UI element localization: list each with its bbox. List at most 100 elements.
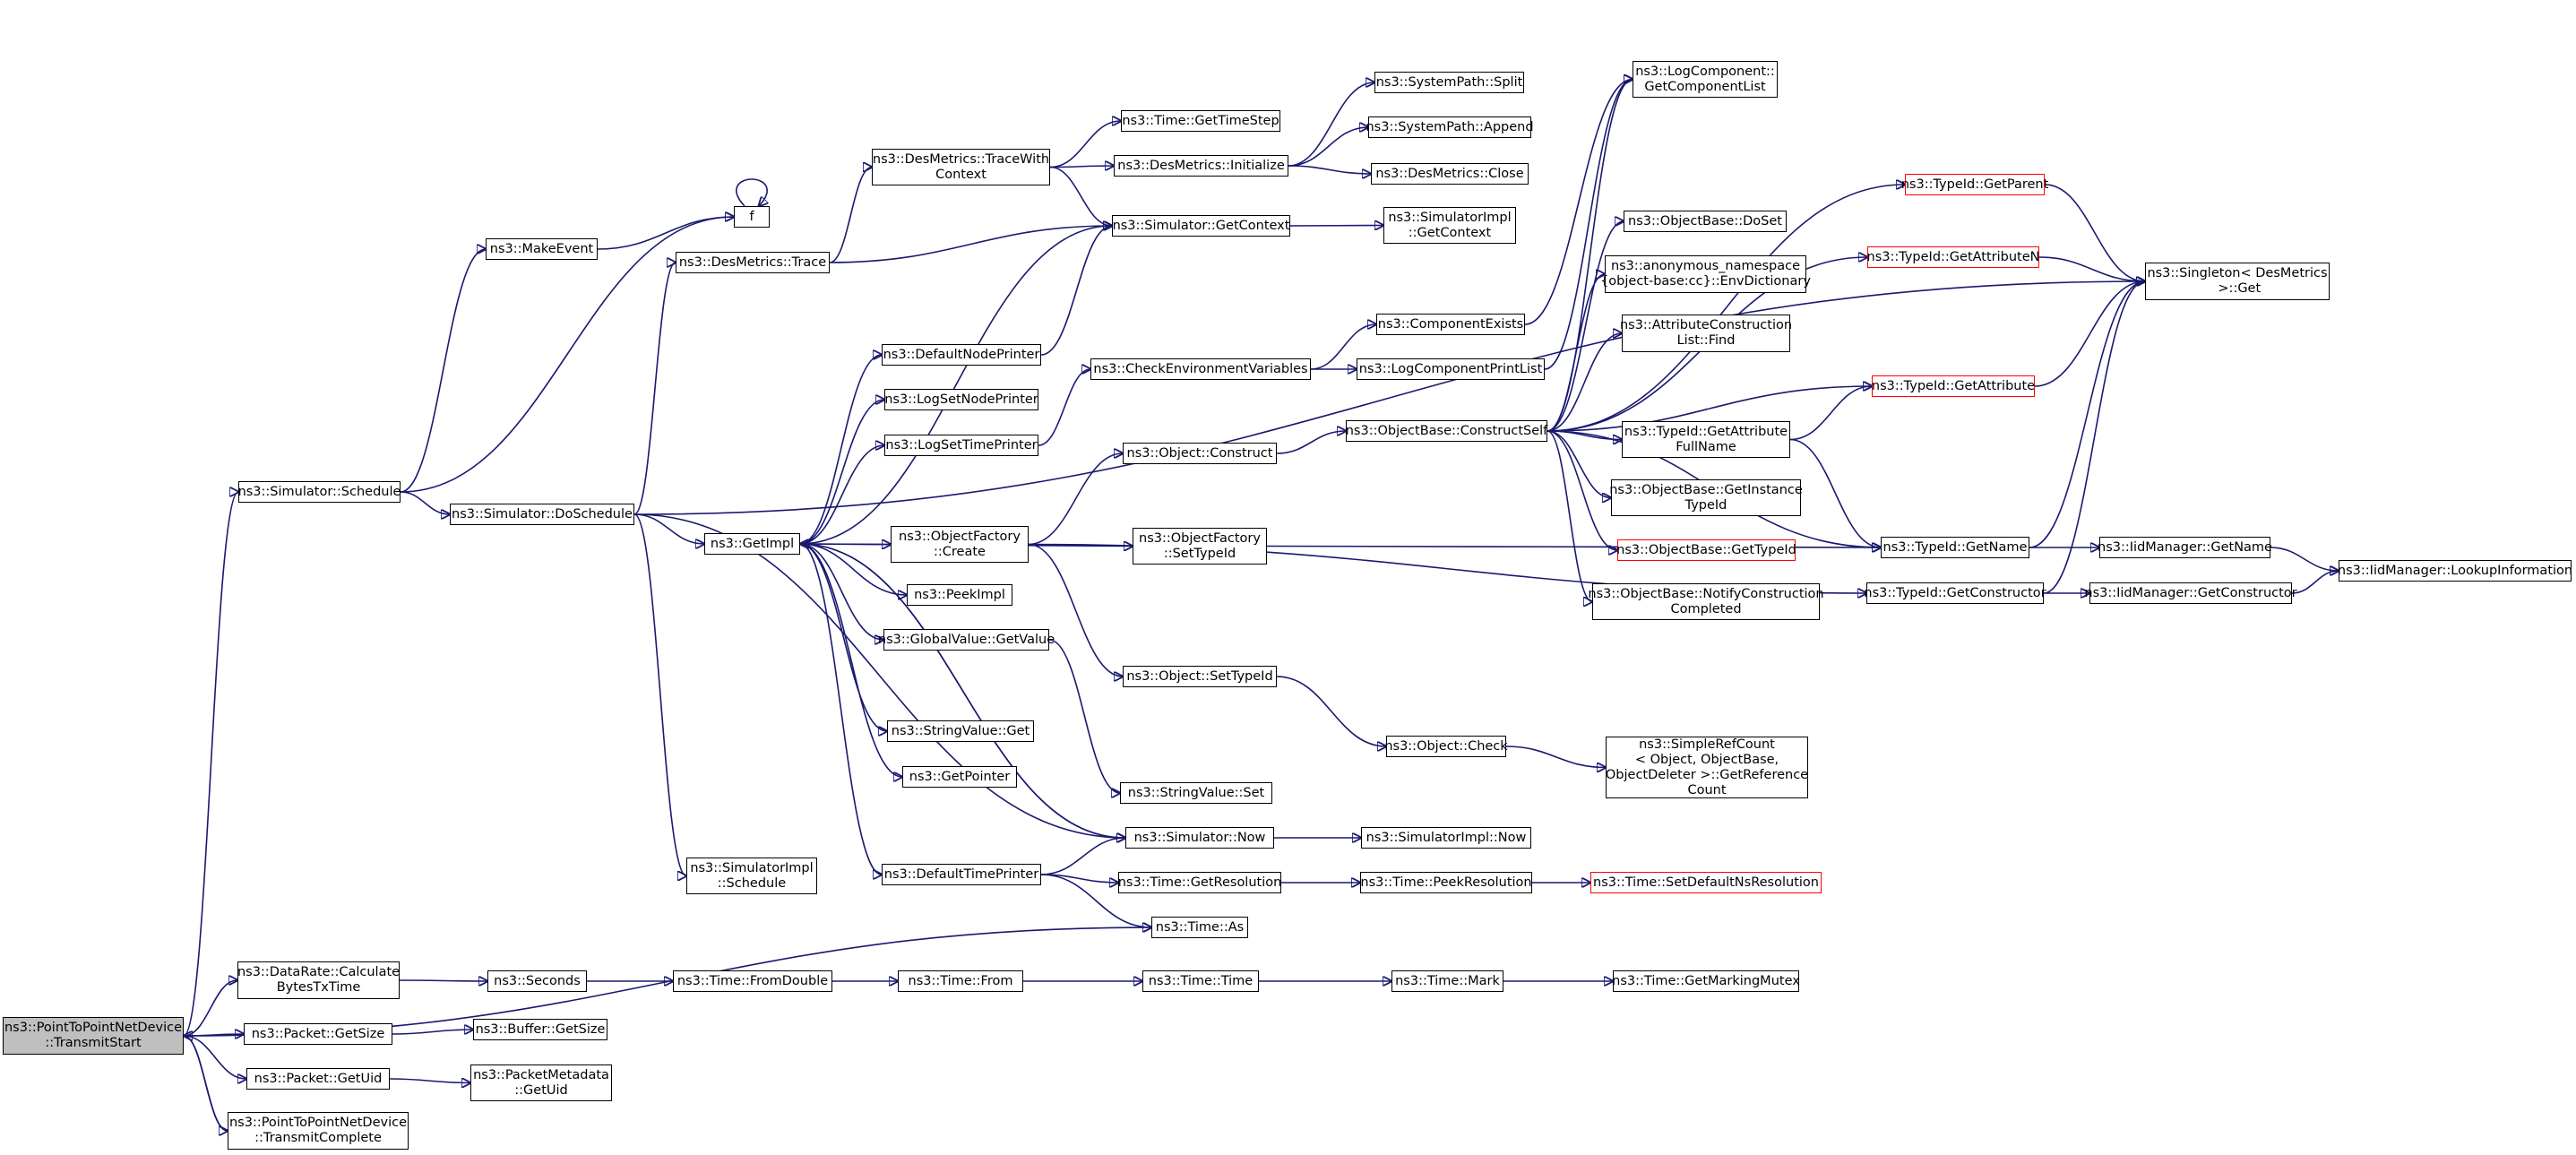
node-typeid-getattributefullname[interactable]: ns3::TypeId::GetAttribute FullName: [1622, 421, 1790, 458]
call-edge: [2043, 281, 2145, 594]
call-edge: [389, 1079, 470, 1083]
node-systempath-split[interactable]: ns3::SystemPath::Split: [1374, 72, 1524, 93]
call-edge: [829, 226, 1112, 263]
call-edge: [1789, 438, 1881, 548]
node-iidmanager-getconstructor[interactable]: ns3::IidManager::GetConstructor: [2084, 582, 2297, 604]
node-defaulttimeprinter[interactable]: ns3::DefaultTimePrinter: [882, 864, 1041, 885]
call-edge: [799, 543, 883, 640]
node-iidmanager-getname[interactable]: ns3::IidManager::GetName: [2098, 537, 2272, 558]
call-edge: [1048, 639, 1120, 793]
node-objectbase-constructself[interactable]: ns3::ObjectBase::ConstructSelf: [1346, 420, 1547, 442]
node-objectfactory-settypeid[interactable]: ns3::ObjectFactory ::SetTypeId: [1133, 528, 1267, 565]
node-simulator-getcontext[interactable]: ns3::Simulator::GetContext: [1112, 215, 1290, 237]
node-packet-getuid[interactable]: ns3::Packet::GetUid: [246, 1068, 390, 1090]
call-edge: [1546, 430, 1592, 602]
node-packetmetadata-getuid[interactable]: ns3::PacketMetadata ::GetUid: [470, 1064, 612, 1101]
call-edge: [799, 400, 884, 545]
call-edge: [800, 544, 1126, 839]
node-makeevent[interactable]: ns3::MakeEvent: [486, 238, 598, 260]
call-edge: [1028, 543, 1123, 677]
node-typeid-getconstructor[interactable]: ns3::TypeId::GetConstructor: [1864, 582, 2046, 604]
node-time-gettimestep[interactable]: ns3::Time::GetTimeStep: [1121, 110, 1280, 132]
node-f[interactable]: f: [734, 206, 770, 228]
node-logsetnodeprinter[interactable]: ns3::LogSetNodePrinter: [884, 389, 1038, 410]
node-buffer-getsize[interactable]: ns3::Buffer::GetSize: [473, 1019, 607, 1040]
node-systempath-append[interactable]: ns3::SystemPath::Append: [1366, 116, 1534, 138]
call-edge: [736, 178, 767, 206]
node-simplerefcount-getreferencecount[interactable]: ns3::SimpleRefCount < Object, ObjectBase…: [1605, 737, 1809, 798]
node-objectbase-gettypeid[interactable]: ns3::ObjectBase::GetTypeId: [1616, 539, 1796, 561]
node-simulatorimpl-now[interactable]: ns3::SimulatorImpl::Now: [1361, 827, 1531, 849]
node-typeid-getattributen[interactable]: ns3::TypeId::GetAttributeN: [1867, 246, 2040, 268]
call-edge: [799, 543, 907, 595]
node-typeid-getattribute[interactable]: ns3::TypeId::GetAttribute: [1872, 375, 2035, 397]
node-globalvalue-getvalue[interactable]: ns3::GlobalValue::GetValue: [878, 629, 1055, 651]
call-edge: [1505, 746, 1606, 768]
node-componentexists[interactable]: ns3::ComponentExists: [1376, 314, 1525, 335]
call-edge: [799, 543, 887, 731]
node-time-from[interactable]: ns3::Time::From: [898, 970, 1023, 992]
node-simulatorimpl-getcontext[interactable]: ns3::SimulatorImpl ::GetContext: [1383, 207, 1516, 244]
node-desmetrics-tracewithcontext[interactable]: ns3::DesMetrics::TraceWith Context: [872, 149, 1050, 185]
call-edge: [1546, 430, 1617, 550]
call-edge: [2291, 571, 2339, 594]
call-edge: [1038, 369, 1090, 446]
node-objectfactory-create[interactable]: ns3::ObjectFactory ::Create: [891, 526, 1029, 563]
node-checkenvironmentvariables[interactable]: ns3::CheckEnvironmentVariables: [1090, 358, 1311, 380]
node-stringvalue-get[interactable]: ns3::StringValue::Get: [887, 720, 1034, 742]
node-object-settypeid[interactable]: ns3::Object::SetTypeId: [1123, 666, 1277, 687]
node-simulator-now[interactable]: ns3::Simulator::Now: [1125, 827, 1274, 849]
node-desmetrics-trace[interactable]: ns3::DesMetrics::Trace: [676, 252, 830, 273]
call-edge: [1310, 324, 1376, 370]
call-edge: [399, 980, 487, 981]
node-attributeconstruction-find[interactable]: ns3::AttributeConstruction List::Find: [1620, 315, 1792, 352]
node-transmit-complete[interactable]: ns3::PointToPointNetDevice ::TransmitCom…: [228, 1112, 409, 1150]
node-desmetrics-close[interactable]: ns3::DesMetrics::Close: [1371, 163, 1529, 185]
node-defaultnodeprinter[interactable]: ns3::DefaultNodePrinter: [882, 344, 1041, 366]
node-objectbase-notifyconstructioncompleted[interactable]: ns3::ObjectBase::NotifyConstruction Comp…: [1588, 583, 1824, 620]
node-time-as[interactable]: ns3::Time::As: [1151, 917, 1248, 938]
node-singleton-desmetrics-get[interactable]: ns3::Singleton< DesMetrics >::Get: [2145, 263, 2330, 300]
node-object-construct[interactable]: ns3::Object::Construct: [1123, 443, 1277, 464]
node-envdictionary[interactable]: ns3::anonymous_namespace {object-base:cc…: [1600, 255, 1811, 293]
node-logcomponent-getcomponentlist[interactable]: ns3::LogComponent:: GetComponentList: [1633, 61, 1778, 98]
call-edge: [2044, 184, 2145, 281]
node-simulatorimpl-schedule[interactable]: ns3::SimulatorImpl ::Schedule: [686, 858, 817, 894]
node-time-mark[interactable]: ns3::Time::Mark: [1391, 970, 1503, 992]
call-edge: [633, 513, 704, 544]
node-typeid-getname[interactable]: ns3::TypeId::GetName: [1881, 537, 2029, 558]
call-edge: [2034, 281, 2145, 387]
call-edge: [1546, 221, 1624, 432]
call-edge: [829, 168, 872, 263]
call-edge: [1546, 333, 1622, 432]
call-edge: [400, 249, 486, 493]
call-edge: [1289, 226, 1383, 227]
node-getpointer[interactable]: ns3::GetPointer: [902, 766, 1017, 788]
node-desmetrics-initialize[interactable]: ns3::DesMetrics::Initialize: [1114, 155, 1288, 177]
node-object-check[interactable]: ns3::Object::Check: [1384, 736, 1508, 757]
node-objectbase-getinstancetypeid[interactable]: ns3::ObjectBase::GetInstance TypeId: [1609, 479, 1803, 516]
node-iidmanager-lookupinformation[interactable]: ns3::IidManager::LookupInformation: [2338, 560, 2572, 582]
node-objectbase-doset[interactable]: ns3::ObjectBase::DoSet: [1624, 211, 1787, 232]
node-time-getresolution[interactable]: ns3::Time::GetResolution: [1118, 872, 1281, 893]
node-simulator-schedule[interactable]: ns3::Simulator::Schedule: [238, 481, 401, 503]
node-getimpl[interactable]: ns3::GetImpl: [704, 533, 800, 555]
node-time-time[interactable]: ns3::Time::Time: [1142, 970, 1259, 992]
node-datarate-calculatebytestxtime[interactable]: ns3::DataRate::Calculate BytesTxTime: [237, 961, 400, 999]
node-stringvalue-set[interactable]: ns3::StringValue::Set: [1120, 782, 1272, 804]
node-logcomponentprintlist[interactable]: ns3::LogComponentPrintList: [1357, 358, 1545, 380]
call-edge: [1789, 386, 1872, 441]
node-time-setdefaultnsresolution[interactable]: ns3::Time::SetDefaultNsResolution: [1590, 872, 1822, 893]
node-time-fromdouble[interactable]: ns3::Time::FromDouble: [673, 970, 832, 992]
node-peekimpl[interactable]: ns3::PeekImpl: [907, 584, 1012, 606]
node-time-getmarkingmutex[interactable]: ns3::Time::GetMarkingMutex: [1612, 970, 1800, 992]
call-edge: [597, 217, 734, 250]
call-edge: [183, 980, 237, 1037]
node-simulator-doschedule[interactable]: ns3::Simulator::DoSchedule: [450, 504, 634, 525]
node-typeid-getparent[interactable]: ns3::TypeId::GetParent: [1901, 174, 2048, 195]
node-time-peekresolution[interactable]: ns3::Time::PeekResolution: [1360, 872, 1532, 893]
node-packet-getsize[interactable]: ns3::Packet::GetSize: [244, 1023, 392, 1045]
node-logsettimeprinter[interactable]: ns3::LogSetTimePrinter: [884, 435, 1038, 456]
node-seconds[interactable]: ns3::Seconds: [487, 970, 587, 992]
call-edge: [1028, 453, 1123, 546]
